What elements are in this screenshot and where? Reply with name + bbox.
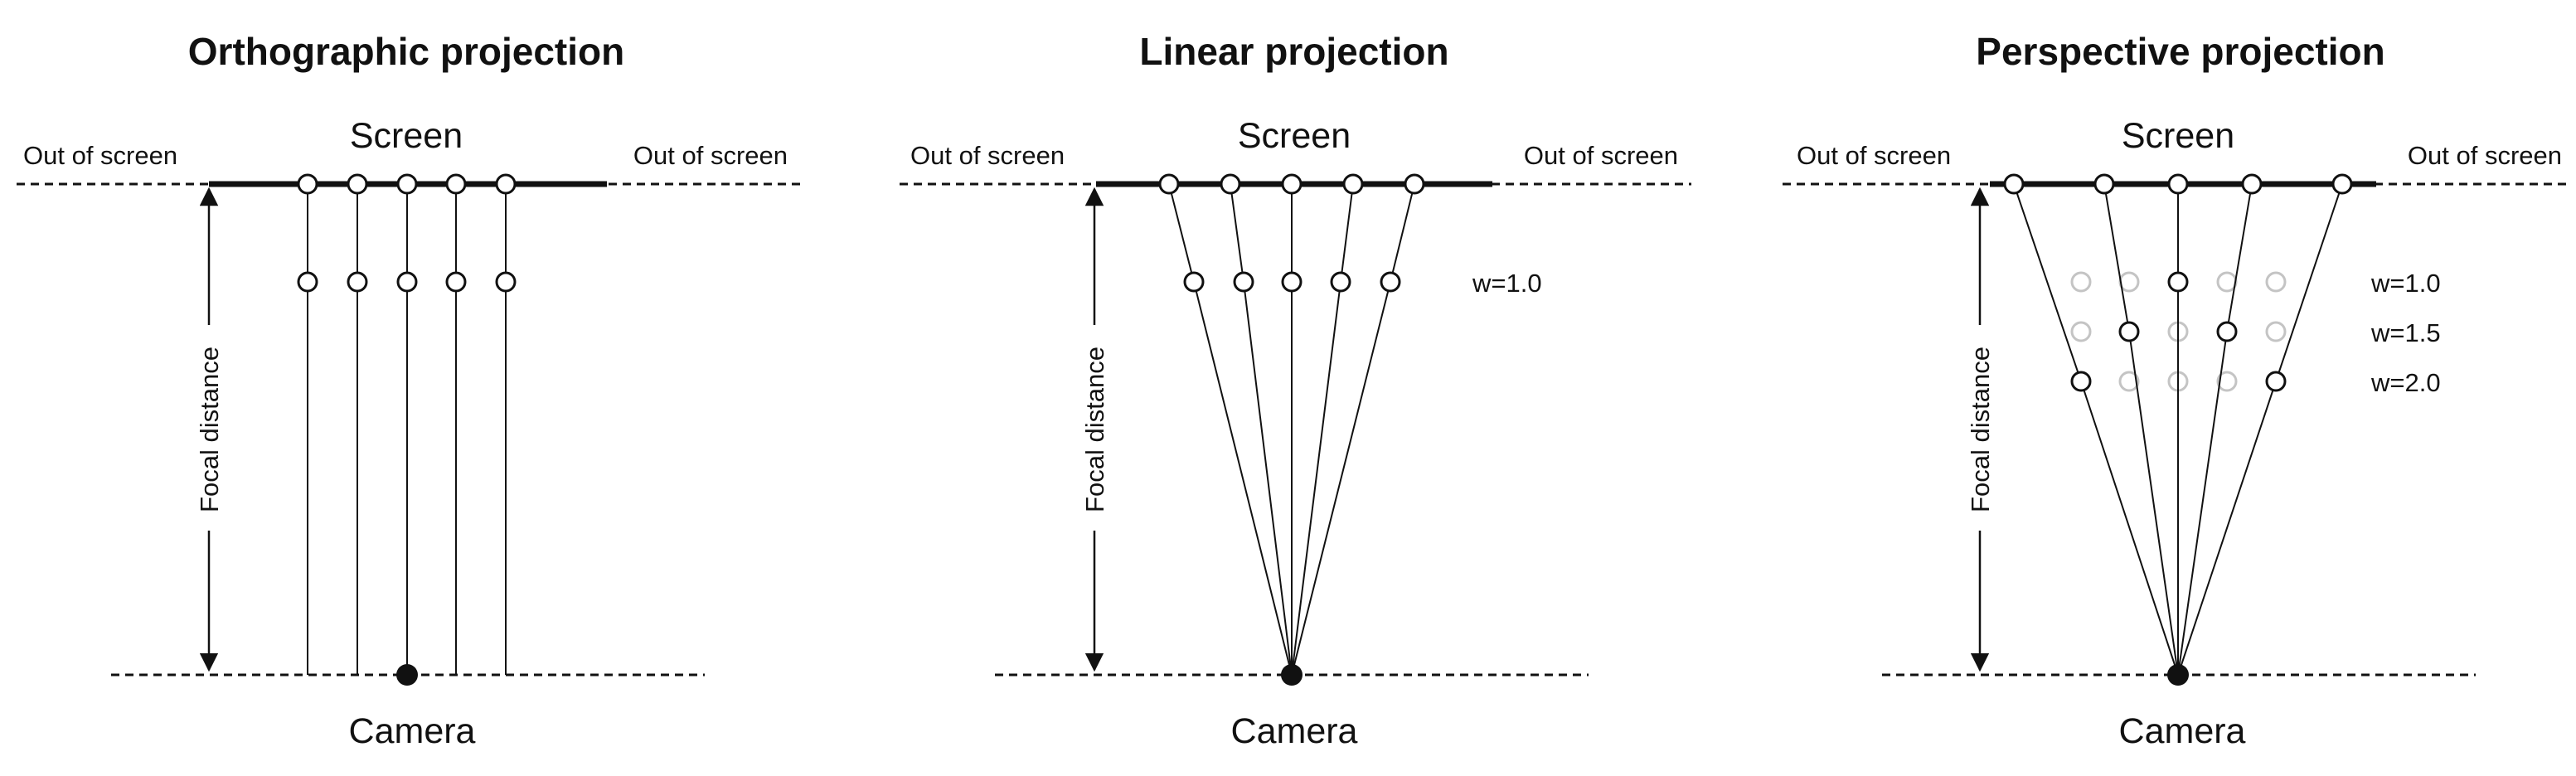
- projection-rays: [1168, 183, 1415, 676]
- screen-point: [297, 173, 318, 195]
- screen-point: [2167, 173, 2189, 195]
- screen-point: [2331, 173, 2353, 195]
- screen-label: Screen: [2122, 116, 2234, 156]
- scene-point: [1233, 271, 1254, 293]
- camera-label: Camera: [2119, 711, 2246, 751]
- ray: [2103, 183, 2179, 676]
- w-label: w=1.0: [2370, 269, 2441, 298]
- projection-rays: [2013, 183, 2343, 676]
- out-of-screen-left-label: Out of screen: [23, 141, 177, 170]
- panel-title: Perspective projection: [1976, 30, 2384, 73]
- out-of-screen-right-label: Out of screen: [633, 141, 788, 170]
- faded-point: [2070, 321, 2092, 342]
- faded-point: [2216, 371, 2238, 392]
- scene-point: [2216, 321, 2238, 342]
- scene-points: [1183, 271, 1401, 293]
- scene-point: [1330, 271, 1351, 293]
- scene-point: [495, 271, 517, 293]
- panel-title: Orthographic projection: [188, 30, 624, 73]
- screen-points: [1158, 173, 1425, 195]
- screen-point: [495, 173, 517, 195]
- ray: [1230, 183, 1293, 676]
- scene-point: [2265, 371, 2287, 392]
- scene-point: [1380, 271, 1401, 293]
- faded-point: [2265, 271, 2287, 293]
- focal-distance-label: Focal distance: [1080, 347, 1109, 512]
- focal-distance-label: Focal distance: [195, 347, 224, 512]
- ray: [1291, 183, 1354, 676]
- scene-point: [2070, 371, 2092, 392]
- camera-point: [1281, 664, 1303, 686]
- faded-point: [2070, 271, 2092, 293]
- camera-label: Camera: [1231, 711, 1358, 751]
- faded-point: [2118, 271, 2140, 293]
- screen-point: [2003, 173, 2025, 195]
- scene-point: [396, 271, 418, 293]
- w-label: w=1.5: [2370, 318, 2441, 347]
- w-label: w=2.0: [2370, 368, 2441, 397]
- focal-distance-axis: Focal distance: [195, 187, 224, 672]
- screen-point: [1281, 173, 1303, 195]
- focal-distance-label: Focal distance: [1966, 347, 1995, 512]
- scene-point: [2118, 321, 2140, 342]
- screen-points: [2003, 173, 2353, 195]
- scene-point: [1281, 271, 1303, 293]
- camera-point: [396, 664, 418, 686]
- camera-label: Camera: [349, 711, 476, 751]
- screen-point: [2241, 173, 2263, 195]
- faded-point: [2216, 271, 2238, 293]
- out-of-screen-left-label: Out of screen: [910, 141, 1065, 170]
- projection-rays: [307, 184, 507, 675]
- scene-point: [1183, 271, 1205, 293]
- scene-points: [297, 271, 517, 293]
- panel-orthographic: Orthographic projection Screen Out of sc…: [17, 30, 804, 751]
- screen-points: [297, 173, 517, 195]
- ray: [2177, 183, 2343, 676]
- out-of-screen-left-label: Out of screen: [1797, 141, 1951, 170]
- panel-perspective: Perspective projection Screen Out of scr…: [1783, 30, 2570, 751]
- scene-point: [347, 271, 368, 293]
- scene-point: [297, 271, 318, 293]
- screen-point: [1220, 173, 1241, 195]
- focal-distance-axis: Focal distance: [1080, 187, 1109, 672]
- camera-point: [2167, 664, 2189, 686]
- w-label: w=1.0: [1472, 269, 1542, 298]
- scene-point: [2167, 271, 2189, 293]
- scene-points: [2070, 271, 2287, 392]
- screen-point: [1404, 173, 1425, 195]
- scene-point: [445, 271, 467, 293]
- screen-point: [1158, 173, 1180, 195]
- screen-point: [1342, 173, 1364, 195]
- screen-point: [445, 173, 467, 195]
- screen-label: Screen: [350, 116, 463, 156]
- ray: [2013, 183, 2179, 676]
- screen-point: [347, 173, 368, 195]
- out-of-screen-right-label: Out of screen: [2408, 141, 2562, 170]
- screen-point: [396, 173, 418, 195]
- ray: [1168, 183, 1293, 676]
- out-of-screen-right-label: Out of screen: [1524, 141, 1678, 170]
- panel-title: Linear projection: [1139, 30, 1448, 73]
- ray: [1291, 183, 1415, 676]
- screen-point: [2093, 173, 2115, 195]
- panel-linear: Linear projection Screen Out of screen O…: [900, 30, 1691, 751]
- faded-point: [2265, 321, 2287, 342]
- focal-distance-axis: Focal distance: [1966, 187, 1995, 672]
- screen-label: Screen: [1238, 116, 1351, 156]
- ray: [2177, 183, 2253, 676]
- faded-point: [2118, 371, 2140, 392]
